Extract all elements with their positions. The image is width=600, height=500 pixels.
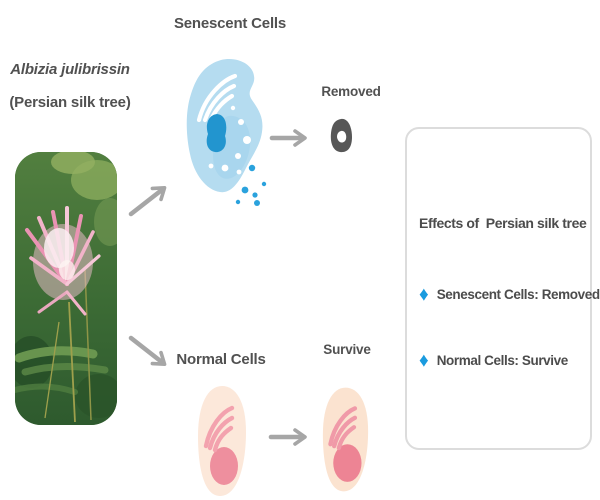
- survived-cell-icon: [322, 387, 369, 492]
- plant-common-name: (Persian silk tree): [9, 94, 131, 111]
- removed-cell-icon: [330, 118, 352, 153]
- panel-item-senescent: ♦ Senescent Cells: Removed: [419, 283, 600, 306]
- senescent-cell-icon: [186, 59, 267, 206]
- panel-item-text: Normal Cells: Survive: [436, 353, 569, 368]
- arrow-plant-to-normal-icon: [128, 335, 167, 367]
- effects-summary-panel: Effects of Persian silk tree ♦ Senescent…: [405, 127, 600, 450]
- arrow-plant-to-senescent-icon: [128, 185, 167, 217]
- plant-photo: [15, 152, 117, 425]
- cell-fragment-dots: [235, 164, 267, 206]
- diamond-bullet-icon: ♦: [419, 283, 429, 306]
- normal-cells-label: Normal Cells: [176, 351, 266, 368]
- normal-cell-icon: [198, 386, 246, 496]
- panel-item-normal: ♦ Normal Cells: Survive: [419, 349, 569, 372]
- plant-latin-name: Albizia julibrissin: [10, 61, 130, 78]
- diamond-bullet-icon: ♦: [419, 349, 429, 372]
- panel-title: Effects of Persian silk tree: [419, 215, 587, 231]
- removed-label: Removed: [321, 84, 381, 99]
- silk-tree-flower-illustration: [15, 152, 117, 425]
- senescent-cells-label: Senescent Cells: [173, 15, 287, 32]
- survive-label: Survive: [323, 342, 371, 357]
- panel-item-text: Senescent Cells: Removed: [436, 287, 600, 302]
